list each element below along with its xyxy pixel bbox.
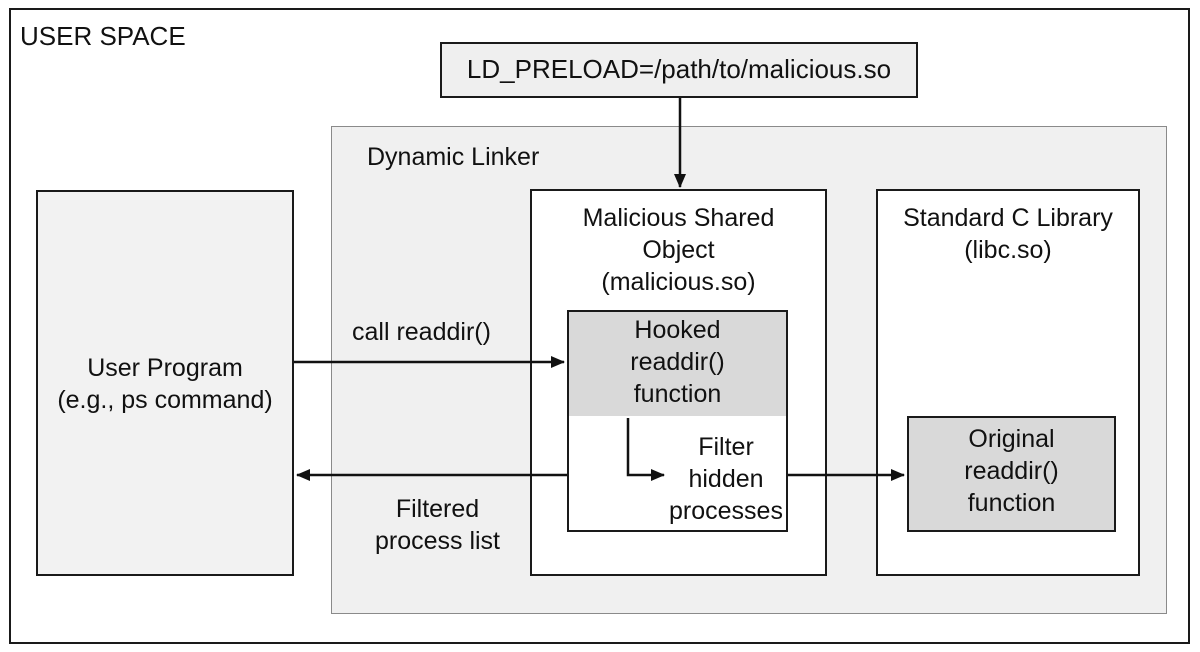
original-readdir-label: Original readdir() function xyxy=(907,423,1116,519)
filtered-list-label: Filtered process list xyxy=(360,493,515,557)
libc-title: Standard C Library (libc.so) xyxy=(876,202,1140,266)
filter-flow-arrow xyxy=(626,418,665,481)
call-readdir-label: call readdir() xyxy=(352,318,491,346)
dynamic-linker-title: Dynamic Linker xyxy=(367,143,540,171)
user-program-line1: User Program xyxy=(87,354,243,382)
filter-label: Filter hidden processes xyxy=(664,431,788,527)
filter-line1: Filter xyxy=(698,433,754,461)
malicious-so-title: Malicious Shared Object (malicious.so) xyxy=(530,202,827,298)
malicious-so-line2: Object xyxy=(642,236,715,264)
original-line1: Original xyxy=(968,425,1055,453)
user-program-box xyxy=(36,190,294,576)
libc-line1: Standard C Library xyxy=(903,204,1113,232)
user-program-line2: (e.g., ps command) xyxy=(57,386,273,414)
libc-line2: (libc.so) xyxy=(964,236,1052,264)
original-line2: readdir() xyxy=(964,457,1059,485)
user-space-title: USER SPACE xyxy=(20,21,186,51)
user-program-label: User Program (e.g., ps command) xyxy=(36,352,294,416)
hooked-line3: function xyxy=(633,380,722,408)
original-readdir-box xyxy=(907,416,1116,532)
filter-line3: processes xyxy=(669,497,783,525)
hooked-readdir-label: Hooked readdir() function xyxy=(567,314,788,410)
filtered-line1: Filtered xyxy=(395,495,480,523)
hooked-line2: readdir() xyxy=(630,348,725,376)
hooked-readdir-shade xyxy=(569,312,786,416)
hooked-line1: Hooked xyxy=(634,316,721,344)
ld-preload-box: LD_PRELOAD=/path/to/malicious.so xyxy=(440,42,918,98)
filtered-line2: process list xyxy=(374,527,501,555)
malicious-so-line1: Malicious Shared xyxy=(582,204,775,232)
malicious-so-line3: (malicious.so) xyxy=(601,268,756,296)
hooked-readdir-box xyxy=(567,310,788,532)
original-line3: function xyxy=(967,489,1056,517)
ld-preload-text: LD_PRELOAD=/path/to/malicious.so xyxy=(466,54,892,84)
user-space-frame xyxy=(9,8,1190,644)
filter-line2: hidden xyxy=(688,465,764,493)
